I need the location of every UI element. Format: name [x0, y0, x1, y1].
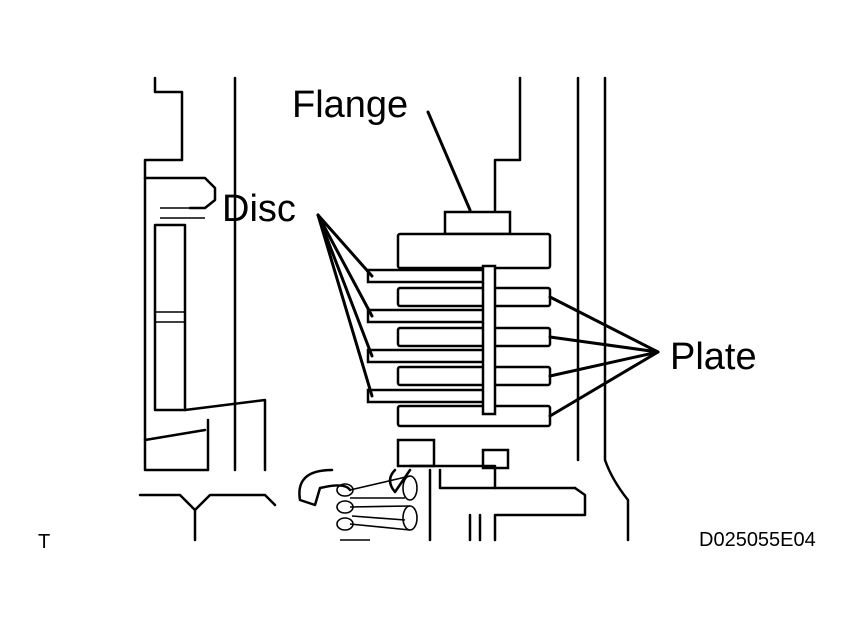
- disc-leader-3: [316, 213, 374, 358]
- plate-leader-4: [548, 350, 660, 418]
- disc-leader-1: [316, 213, 374, 278]
- housing-left: [138, 76, 277, 542]
- disc-label: Disc: [222, 188, 296, 230]
- plate-leader-3: [548, 350, 660, 378]
- figure-code: D025055E04: [699, 529, 816, 551]
- hub-spline: [481, 264, 497, 416]
- flange-leader: [426, 110, 472, 212]
- plate-leader-1: [548, 295, 660, 354]
- plate-stack: [396, 286, 552, 428]
- plate-label: Plate: [670, 336, 757, 378]
- flange: [396, 210, 552, 270]
- disc-leader-4: [316, 213, 374, 398]
- piston-spring-area: [298, 438, 577, 542]
- plate-leader-2: [548, 335, 660, 354]
- corner-mark: T: [38, 531, 51, 553]
- flange-label: Flange: [292, 84, 409, 126]
- leader-lines: [316, 110, 660, 418]
- housing-right: [478, 76, 630, 542]
- disc-stack: [366, 268, 492, 404]
- disc-leader-2: [316, 213, 374, 318]
